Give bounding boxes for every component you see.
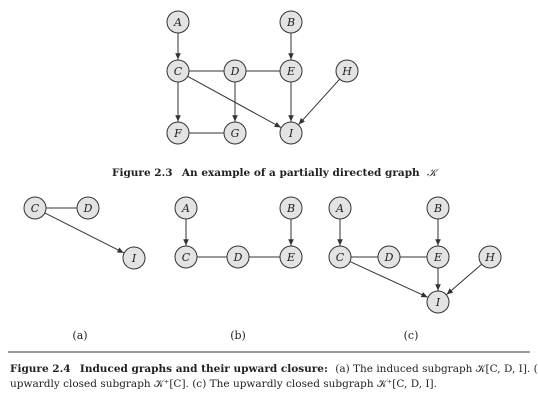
subfigure-label-c: (c)	[404, 329, 419, 342]
fig24b-node-A-circle	[174, 196, 198, 220]
fig23-node-H: H	[335, 59, 359, 83]
fig24b-node-D: D	[226, 245, 250, 269]
figure-2-4a-graph: C D I	[23, 196, 146, 270]
figure-2-4-caption-label: Figure 2.4	[10, 363, 71, 375]
figure-2-3-caption-text: An example of a partially directed graph	[181, 167, 420, 179]
fig23-node-F-circle	[166, 121, 190, 145]
fig24a-node-I-circle	[122, 246, 146, 270]
fig24a-node-D: D	[76, 196, 100, 220]
fig23-node-G: G	[223, 121, 247, 145]
fig24b-node-C-label: C	[182, 251, 191, 264]
fig24c-node-C-circle	[328, 245, 352, 269]
fig24a-node-C: C	[23, 196, 47, 220]
fig24b-node-B: B	[279, 196, 303, 220]
fig23-node-I-circle	[279, 121, 303, 145]
fig23-node-A-circle	[166, 10, 190, 34]
fig23-node-I-label: I	[288, 127, 294, 140]
fig24c-node-B-circle	[426, 196, 450, 220]
fig23-node-C-label: C	[174, 65, 183, 78]
fig23-edge-C-I	[187, 75, 282, 128]
figure-2-4b-graph: A B C D E	[174, 196, 303, 269]
fig24b-node-A: A	[174, 196, 198, 220]
fig23-node-H-circle	[335, 59, 359, 83]
fig23-node-C-circle	[166, 59, 190, 83]
fig24c-node-H-label: H	[484, 251, 495, 264]
fig23-node-I: I	[279, 121, 303, 145]
fig24c-node-E-label: E	[433, 251, 442, 264]
figure-2-3-graph: A B C D E H F G I	[166, 10, 359, 145]
fig23-node-D: D	[223, 59, 247, 83]
fig24c-node-H: H	[478, 245, 502, 269]
fig23-node-C: C	[166, 59, 190, 83]
fig23-node-B-circle	[279, 10, 303, 34]
fig24a-node-C-label: C	[31, 202, 40, 215]
fig24a-node-I-label: I	[131, 252, 137, 265]
fig24c-node-C: C	[328, 245, 352, 269]
fig23-node-A-label: A	[173, 16, 182, 29]
fig23-node-H-label: H	[341, 65, 352, 78]
fig24c-node-A-label: A	[335, 202, 344, 215]
fig24b-node-B-circle	[279, 196, 303, 220]
fig24c-node-B: B	[426, 196, 450, 220]
subfigure-label-a: (a)	[72, 329, 87, 342]
fig23-node-D-circle	[223, 59, 247, 83]
fig24b-node-E: E	[279, 245, 303, 269]
fig24c-node-D-label: D	[384, 251, 394, 264]
fig24a-node-C-circle	[23, 196, 47, 220]
figure-2-4c-graph: A B C D E H I	[328, 196, 502, 314]
fig24c-edge-H-I	[446, 263, 483, 295]
fig24b-node-D-circle	[226, 245, 250, 269]
fig24c-node-D: D	[377, 245, 401, 269]
fig24c-node-I-label: I	[435, 296, 441, 309]
fig24a-node-I: I	[122, 246, 146, 270]
figure-2-3-caption: Figure 2.3 An example of a partially dir…	[112, 167, 440, 179]
fig24a-node-D-circle	[76, 196, 100, 220]
fig24c-node-B-label: B	[433, 202, 442, 215]
fig24b-node-E-label: E	[286, 251, 295, 264]
fig24c-node-E: E	[426, 245, 450, 269]
fig23-node-D-label: D	[230, 65, 240, 78]
figure-2-4-caption-line-2: upwardly closed subgraph 𝒦⁺[C]. (c) The …	[10, 378, 437, 390]
fig24c-node-A-circle	[328, 196, 352, 220]
figure-2-3-caption-symbol: 𝒦	[427, 167, 440, 179]
fig24c-node-I-circle	[426, 290, 450, 314]
figure-2-4-caption-text-1: (a) The induced subgraph 𝒦[C, D, I]. (b)…	[335, 363, 538, 375]
fig23-node-F-label: F	[173, 127, 182, 140]
fig24b-node-D-label: D	[233, 251, 243, 264]
figure-2-4-caption-title: Induced graphs and their upward closure:	[80, 363, 328, 375]
fig24a-edge-C-I	[44, 212, 124, 254]
fig23-edge-H-I	[298, 78, 340, 125]
fig23-node-E-circle	[279, 59, 303, 83]
fig24b-node-C-circle	[174, 245, 198, 269]
fig23-node-B: B	[279, 10, 303, 34]
fig23-node-A: A	[166, 10, 190, 34]
fig23-node-G-circle	[223, 121, 247, 145]
fig23-node-E: E	[279, 59, 303, 83]
fig24b-node-E-circle	[279, 245, 303, 269]
figure-2-4-caption-line-1: Figure 2.4 Induced graphs and their upwa…	[10, 363, 538, 375]
subfigure-label-b: (b)	[230, 329, 246, 342]
fig24c-edge-C-I	[349, 261, 428, 298]
fig24c-node-I: I	[426, 290, 450, 314]
fig23-node-F: F	[166, 121, 190, 145]
fig23-node-G-label: G	[231, 127, 240, 140]
fig24b-node-A-label: A	[181, 202, 190, 215]
fig24c-node-D-circle	[377, 245, 401, 269]
fig24c-node-E-circle	[426, 245, 450, 269]
fig23-node-B-label: B	[286, 16, 295, 29]
fig24c-node-H-circle	[478, 245, 502, 269]
fig24a-node-D-label: D	[83, 202, 93, 215]
fig24b-node-C: C	[174, 245, 198, 269]
fig24b-node-B-label: B	[286, 202, 295, 215]
fig23-node-E-label: E	[286, 65, 295, 78]
fig24c-node-C-label: C	[336, 251, 345, 264]
figure-2-3-caption-label: Figure 2.3	[112, 167, 173, 179]
fig24c-node-A: A	[328, 196, 352, 220]
